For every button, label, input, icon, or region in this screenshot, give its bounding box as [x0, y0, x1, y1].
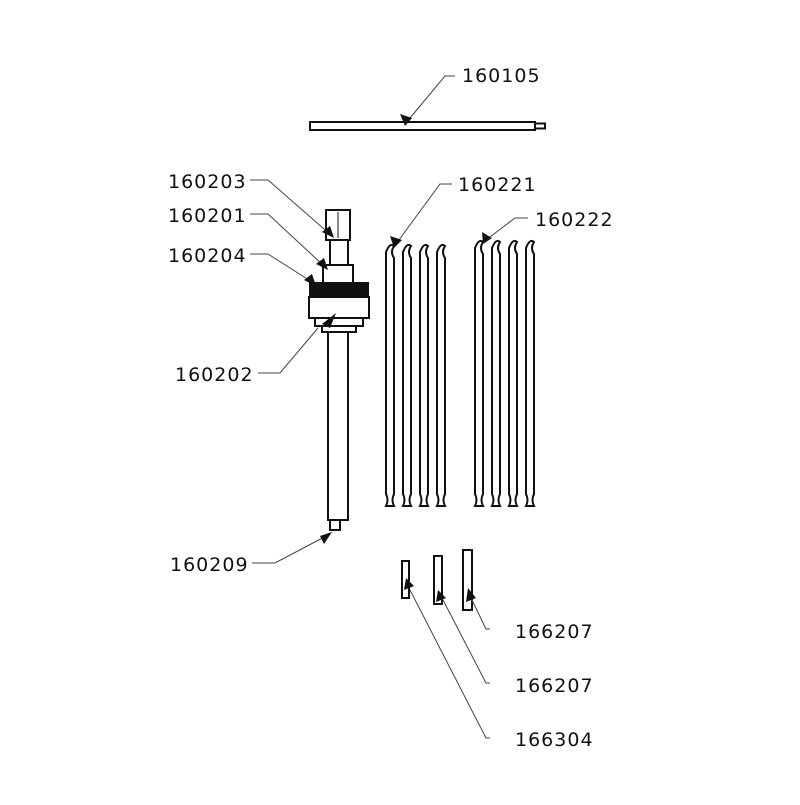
label-flange: 160202: [175, 364, 254, 386]
arrow-icon: [304, 274, 316, 286]
part-pins: [401, 549, 473, 611]
leader-cap: [250, 179, 333, 237]
leader-pin-large: [471, 599, 490, 630]
leader-pin-medium: [441, 597, 490, 684]
arrow-icon: [316, 258, 328, 270]
spring-finger: [490, 239, 502, 507]
part-assembly: [308, 209, 370, 531]
arrow-icon: [482, 232, 492, 244]
leader-fingers-b: [485, 217, 528, 241]
arrow-icon: [322, 226, 334, 238]
arrow-icon: [404, 578, 414, 590]
label-fingers-b: 160222: [535, 209, 614, 231]
leader-fingers-a: [395, 183, 452, 245]
label-pin-medium: 166207: [515, 675, 594, 697]
leader-shaft: [252, 533, 331, 564]
spring-finger: [473, 239, 485, 507]
label-rod: 160105: [462, 65, 541, 87]
leader-pin-small: [409, 589, 490, 739]
arrow-icon: [466, 588, 476, 602]
part-fingers-b: [473, 239, 536, 507]
spring-finger: [384, 243, 396, 507]
spring-finger: [524, 239, 536, 507]
arrow-icon: [322, 313, 336, 328]
label-pin-small: 166304: [515, 729, 594, 751]
part-fingers-a: [384, 243, 447, 507]
label-neck: 160201: [168, 205, 247, 227]
leader-flange: [258, 327, 319, 374]
spring-finger: [435, 243, 447, 507]
label-shaft: 160209: [170, 554, 249, 576]
part-rod: [309, 121, 546, 131]
arrow-icon: [390, 236, 402, 248]
label-fingers-a: 160221: [458, 174, 537, 196]
arrow-icon: [320, 532, 332, 544]
label-pin-large: 166207: [515, 621, 594, 643]
label-ring: 160204: [168, 245, 247, 267]
spring-finger: [418, 243, 430, 507]
spring-finger: [401, 243, 413, 507]
leader-ring: [250, 253, 313, 283]
spring-finger: [507, 239, 519, 507]
arrow-icon: [436, 590, 446, 602]
label-cap: 160203: [168, 171, 247, 193]
leader-neck: [250, 213, 325, 267]
leader-rod: [404, 75, 455, 125]
arrow-icon: [400, 114, 412, 126]
